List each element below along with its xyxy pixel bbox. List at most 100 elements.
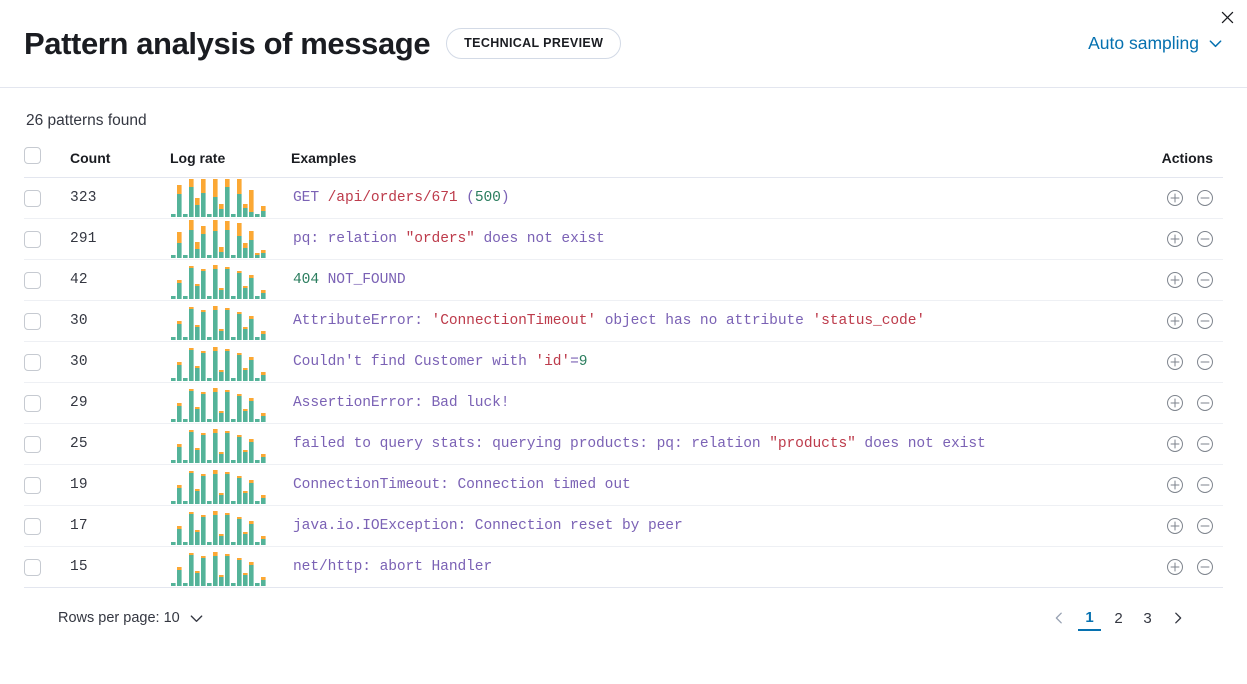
row-example-cell: Couldn't find Customer with 'id'=9 bbox=[291, 341, 1128, 383]
plus-in-circle-icon[interactable] bbox=[1160, 265, 1190, 295]
row-log-rate bbox=[170, 300, 291, 342]
plus-in-circle-icon[interactable] bbox=[1160, 470, 1190, 500]
auto-sampling-control[interactable]: Auto sampling bbox=[1088, 33, 1223, 54]
log-rate-sparkline bbox=[171, 470, 266, 504]
row-checkbox[interactable] bbox=[24, 558, 41, 576]
row-checkbox[interactable] bbox=[24, 394, 41, 412]
row-example-text: failed to query stats: querying products… bbox=[293, 436, 986, 452]
select-all-header bbox=[24, 147, 70, 178]
minus-in-circle-icon[interactable] bbox=[1190, 388, 1220, 418]
log-rate-sparkline bbox=[171, 265, 266, 299]
pagination-next-button[interactable] bbox=[1165, 605, 1191, 631]
log-rate-sparkline bbox=[171, 347, 266, 381]
close-icon[interactable] bbox=[1214, 4, 1240, 30]
table-row[interactable]: 29 AssertionError: Bad luck! bbox=[24, 382, 1223, 424]
log-rate-sparkline bbox=[171, 552, 266, 586]
row-log-rate bbox=[170, 382, 291, 424]
row-select-cell bbox=[24, 300, 70, 342]
row-select-cell bbox=[24, 341, 70, 383]
row-select-cell bbox=[24, 259, 70, 301]
row-checkbox[interactable] bbox=[24, 312, 41, 330]
row-example-text: AssertionError: Bad luck! bbox=[293, 395, 510, 411]
row-example-text: AttributeError: 'ConnectionTimeout' obje… bbox=[293, 313, 926, 329]
column-header-count[interactable]: Count bbox=[70, 147, 170, 178]
row-count: 19 bbox=[70, 464, 170, 506]
plus-in-circle-icon[interactable] bbox=[1160, 511, 1190, 541]
row-example-cell: failed to query stats: querying products… bbox=[291, 423, 1128, 465]
row-example-text: ConnectionTimeout: Connection timed out bbox=[293, 477, 631, 493]
row-checkbox[interactable] bbox=[24, 271, 41, 289]
row-select-cell bbox=[24, 423, 70, 465]
chevron-down-icon bbox=[189, 611, 204, 626]
rows-per-page-selector[interactable]: Rows per page: 10 bbox=[58, 610, 204, 626]
minus-in-circle-icon[interactable] bbox=[1190, 347, 1220, 377]
row-checkbox[interactable] bbox=[24, 476, 41, 494]
row-example-cell: AttributeError: 'ConnectionTimeout' obje… bbox=[291, 300, 1128, 342]
plus-in-circle-icon[interactable] bbox=[1160, 347, 1190, 377]
log-rate-sparkline bbox=[171, 511, 266, 545]
pagination-page-3[interactable]: 3 bbox=[1143, 609, 1152, 627]
row-log-rate bbox=[170, 341, 291, 383]
minus-in-circle-icon[interactable] bbox=[1190, 224, 1220, 254]
plus-in-circle-icon[interactable] bbox=[1160, 224, 1190, 254]
row-log-rate bbox=[170, 546, 291, 588]
log-rate-sparkline bbox=[171, 220, 266, 258]
row-actions bbox=[1128, 218, 1223, 260]
plus-in-circle-icon[interactable] bbox=[1160, 388, 1190, 418]
minus-in-circle-icon[interactable] bbox=[1190, 183, 1220, 213]
minus-in-circle-icon[interactable] bbox=[1190, 511, 1220, 541]
row-checkbox[interactable] bbox=[24, 517, 41, 535]
minus-in-circle-icon[interactable] bbox=[1190, 429, 1220, 459]
row-log-rate bbox=[170, 218, 291, 260]
row-checkbox[interactable] bbox=[24, 353, 41, 371]
row-actions bbox=[1128, 259, 1223, 301]
row-count: 15 bbox=[70, 546, 170, 588]
pagination-page-2[interactable]: 2 bbox=[1114, 609, 1123, 627]
minus-in-circle-icon[interactable] bbox=[1190, 265, 1220, 295]
log-rate-sparkline bbox=[171, 306, 266, 340]
row-checkbox[interactable] bbox=[24, 435, 41, 453]
row-checkbox[interactable] bbox=[24, 189, 41, 207]
select-all-checkbox[interactable] bbox=[24, 147, 41, 164]
chevron-down-icon bbox=[1208, 36, 1223, 51]
panel-header: Pattern analysis of message TECHNICAL PR… bbox=[0, 0, 1247, 88]
panel-body: 26 patterns found Count Log rate Example… bbox=[0, 88, 1247, 631]
status-badge: TECHNICAL PREVIEW bbox=[446, 28, 622, 59]
minus-in-circle-icon[interactable] bbox=[1190, 552, 1220, 582]
row-select-cell bbox=[24, 177, 70, 219]
minus-in-circle-icon[interactable] bbox=[1190, 306, 1220, 336]
plus-in-circle-icon[interactable] bbox=[1160, 306, 1190, 336]
pagination-prev-button[interactable] bbox=[1046, 605, 1072, 631]
plus-in-circle-icon[interactable] bbox=[1160, 429, 1190, 459]
row-log-rate bbox=[170, 177, 291, 219]
column-header-log-rate[interactable]: Log rate bbox=[170, 147, 291, 178]
table-header: Count Log rate Examples Actions bbox=[24, 147, 1223, 178]
plus-in-circle-icon[interactable] bbox=[1160, 552, 1190, 582]
row-example-cell: GET /api/orders/671 (500) bbox=[291, 177, 1128, 219]
pagination-page-1[interactable]: 1 bbox=[1078, 605, 1101, 631]
row-actions bbox=[1128, 464, 1223, 506]
plus-in-circle-icon[interactable] bbox=[1160, 183, 1190, 213]
row-count: 29 bbox=[70, 382, 170, 424]
minus-in-circle-icon[interactable] bbox=[1190, 470, 1220, 500]
column-header-examples[interactable]: Examples bbox=[291, 147, 1128, 178]
row-checkbox[interactable] bbox=[24, 230, 41, 248]
header-left-group: Pattern analysis of message TECHNICAL PR… bbox=[24, 25, 622, 62]
row-select-cell bbox=[24, 505, 70, 547]
page-title: Pattern analysis of message bbox=[24, 25, 431, 61]
row-select-cell bbox=[24, 464, 70, 506]
row-select-cell bbox=[24, 382, 70, 424]
rows-per-page-label: Rows per page: 10 bbox=[58, 610, 180, 626]
row-example-text: GET /api/orders/671 (500) bbox=[293, 190, 510, 206]
table-row[interactable]: 19 ConnectionTimeout: Connection timed ou… bbox=[24, 464, 1223, 506]
